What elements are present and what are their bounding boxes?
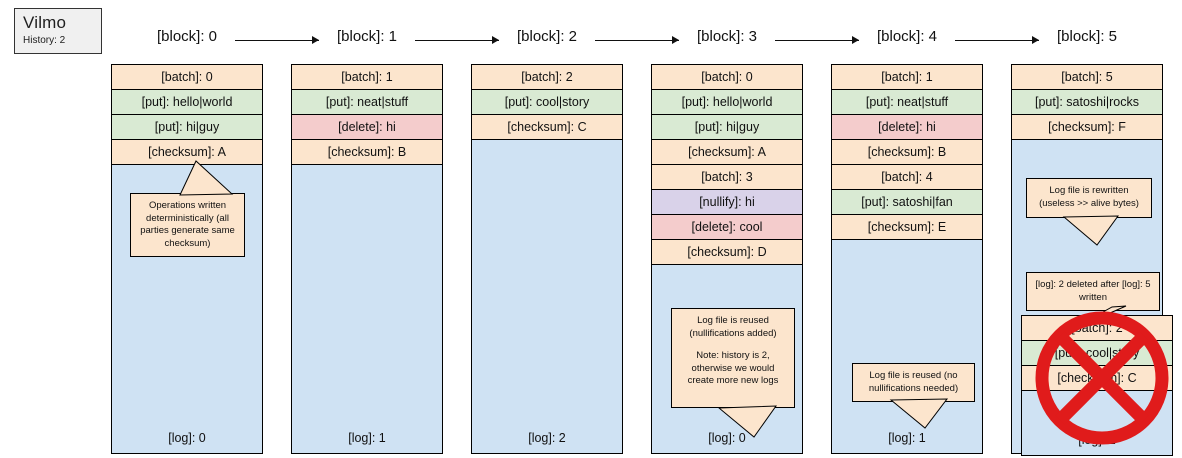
callout-tail-icon (1068, 305, 1127, 332)
log-file-label: [log]: 1 (348, 431, 386, 445)
block-header-3: [block]: 3 (651, 24, 803, 48)
block-arrow-0-to-1 (235, 36, 319, 45)
block-header-label: [block]: 4 (876, 27, 938, 45)
log-column-2: [batch]: 2[put]: cool|story[checksum]: C… (471, 64, 623, 454)
block-header-label: [block]: 3 (696, 27, 758, 45)
log-entry-batch: [batch]: 2 (471, 64, 623, 89)
arrow-line (415, 40, 499, 41)
history-setting-label: History: 2 (23, 35, 66, 46)
log-entry-delete: [delete]: hi (291, 114, 443, 139)
block-arrow-1-to-2 (415, 36, 499, 45)
block-arrow-2-to-3 (595, 36, 679, 45)
callout-text: Log file is reused (no nullifications ne… (868, 370, 959, 394)
block-header-5: [block]: 5 (1011, 24, 1163, 48)
log-entry-meta: [checksum]: B (291, 139, 443, 164)
log-file-body: [log]: 2 (471, 139, 623, 454)
callout-text: [log]: 2 deleted after [log]: 5 written (1035, 279, 1151, 303)
log-entry-batch: [batch]: 4 (831, 164, 983, 189)
log-entry-put: [put]: hi|guy (111, 114, 263, 139)
block-header-0: [block]: 0 (111, 24, 263, 48)
log-entry-batch: [batch]: 5 (1011, 64, 1163, 89)
block-header-label: [block]: 5 (1056, 27, 1118, 45)
log-entry-meta: [checksum]: B (831, 139, 983, 164)
arrow-line (775, 40, 859, 41)
log-file-label: [log]: 2 (528, 431, 566, 445)
log-entry-nullify: [nullify]: hi (651, 189, 803, 214)
arrow-head-icon (672, 36, 679, 44)
arrow-head-icon (852, 36, 859, 44)
arrow-head-icon (492, 36, 499, 44)
block-header-label: [block]: 2 (516, 27, 578, 45)
log-column-4: [batch]: 1[put]: neat|stuff[delete]: hi[… (831, 64, 983, 454)
block-header-2: [block]: 2 (471, 24, 623, 48)
deleted-log-column: [batch]: 2[put]: cool|story[checksum]: C… (1021, 315, 1173, 456)
arrow-line (235, 40, 319, 41)
block-header-1: [block]: 1 (291, 24, 443, 48)
log-entry-put: [put]: hi|guy (651, 114, 803, 139)
log-entry-delete: [delete]: cool (651, 214, 803, 239)
deleted-log-entry-put: [put]: cool|story (1021, 340, 1173, 365)
log-entry-put: [put]: hello|world (111, 89, 263, 114)
callout-text: Log file is reused (nullifications added… (689, 315, 777, 339)
log-entry-put: [put]: neat|stuff (291, 89, 443, 114)
block-header-label: [block]: 1 (336, 27, 398, 45)
callout-text: Operations written deterministically (al… (140, 200, 235, 249)
log-file-body: [log]: 1 (831, 239, 983, 454)
log-entry-meta: [checksum]: A (651, 139, 803, 164)
arrow-line (955, 40, 1039, 41)
log-entry-meta: [checksum]: E (831, 214, 983, 239)
callout-text: Log file is rewritten (useless >> alive … (1039, 185, 1139, 209)
arrow-head-icon (312, 36, 319, 44)
deleted-log-entry-meta: [checksum]: C (1021, 365, 1173, 390)
callout-tail-icon (717, 405, 777, 438)
arrow-head-icon (1032, 36, 1039, 44)
block-header-label: [block]: 0 (156, 27, 218, 45)
callout-text: Note: history is 2, otherwise we would c… (687, 350, 779, 386)
log-entry-meta: [checksum]: A (111, 139, 263, 164)
log-entry-batch: [batch]: 0 (651, 64, 803, 89)
block-arrow-3-to-4 (775, 36, 859, 45)
log-file-label: [log]: 1 (888, 431, 926, 445)
log-entry-meta: [checksum]: D (651, 239, 803, 264)
annotation-callout-5: Log file is rewritten (useless >> alive … (1026, 178, 1152, 218)
app-name: Vilmo (23, 13, 67, 32)
callout-tail-icon (179, 160, 234, 196)
block-header-4: [block]: 4 (831, 24, 983, 48)
log-file-label: [log]: 0 (168, 431, 206, 445)
log-entry-put: [put]: hello|world (651, 89, 803, 114)
log-entry-batch: [batch]: 1 (831, 64, 983, 89)
callout-tail-icon (1062, 215, 1119, 246)
annotation-callout-0: Operations written deterministically (al… (130, 193, 245, 257)
app-title-card: Vilmo History: 2 (14, 8, 102, 54)
annotation-callout-3: Log file is reused (nullifications added… (671, 308, 795, 408)
block-arrow-4-to-5 (955, 36, 1039, 45)
log-entry-batch: [batch]: 3 (651, 164, 803, 189)
log-entry-delete: [delete]: hi (831, 114, 983, 139)
arrow-line (595, 40, 679, 41)
log-column-1: [batch]: 1[put]: neat|stuff[delete]: hi[… (291, 64, 443, 454)
log-entry-batch: [batch]: 1 (291, 64, 443, 89)
deleted-log-file-body: [log]: 2 (1021, 390, 1173, 456)
annotation-callout-deleted: [log]: 2 deleted after [log]: 5 written (1026, 272, 1160, 311)
annotation-callout-4: Log file is reused (no nullifications ne… (852, 363, 975, 402)
log-entry-meta: [checksum]: F (1011, 114, 1163, 139)
log-file-label: [log]: 0 (708, 431, 746, 445)
log-entry-put: [put]: cool|story (471, 89, 623, 114)
log-entry-put: [put]: satoshi|fan (831, 189, 983, 214)
log-entry-put: [put]: neat|stuff (831, 89, 983, 114)
log-column-0: [batch]: 0[put]: hello|world[put]: hi|gu… (111, 64, 263, 454)
log-file-body: [log]: 1 (291, 164, 443, 454)
callout-tail-icon (889, 398, 949, 429)
log-entry-put: [put]: satoshi|rocks (1011, 89, 1163, 114)
deleted-log-file-label: [log]: 2 (1078, 433, 1116, 447)
log-entry-batch: [batch]: 0 (111, 64, 263, 89)
log-entry-meta: [checksum]: C (471, 114, 623, 139)
